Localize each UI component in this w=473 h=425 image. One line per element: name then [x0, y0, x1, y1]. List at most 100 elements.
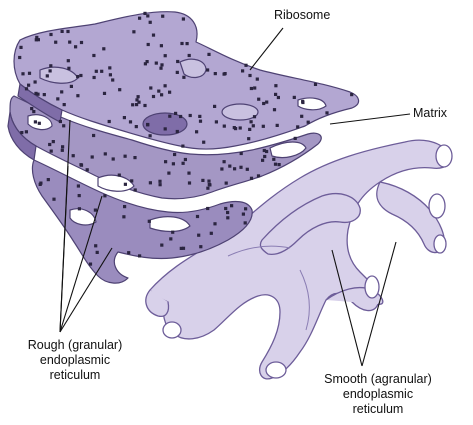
ribosome-dot — [76, 94, 80, 98]
ribosome-dot — [171, 230, 175, 234]
ribosome-dot — [262, 148, 266, 153]
ribosome-dot — [238, 126, 242, 130]
ribosome-dot — [176, 59, 180, 64]
ribosome-dot — [94, 244, 98, 248]
ribosome-dot — [228, 164, 232, 168]
ribosome-dot — [102, 91, 107, 95]
ribosome-dot — [33, 80, 37, 84]
ribosome-dot — [198, 114, 202, 118]
smooth-er-main-body — [149, 139, 451, 380]
ribosome-dot — [151, 94, 156, 99]
ribosome-dot — [68, 40, 72, 44]
ribosome-dot — [241, 69, 245, 73]
ribosome-dot — [103, 194, 107, 198]
ribosome-dot — [252, 115, 257, 119]
ribosome-dot — [183, 157, 187, 162]
ribosome-dot — [66, 29, 70, 34]
ribosome-dot — [117, 173, 121, 177]
ribosome-dot — [273, 162, 278, 166]
ribosome-dot — [300, 114, 304, 118]
ribosome-dot — [251, 124, 255, 128]
ribosome-dot — [146, 14, 150, 18]
rough-er-label-line-3: reticulum — [49, 368, 101, 382]
ribosome-dot — [220, 167, 224, 171]
ribosome-dot — [169, 237, 173, 241]
ribosome-dot — [46, 178, 50, 182]
ribosome-dot — [202, 140, 206, 144]
ribosome-dot — [159, 66, 163, 70]
ribosome-dot — [171, 162, 175, 166]
ribosome-dot — [79, 163, 83, 167]
ribosome-dot — [293, 136, 297, 140]
ribosome-dot — [226, 210, 230, 215]
smooth-er-label-line-2: endoplasmic — [342, 387, 414, 401]
ribosome-dot — [148, 134, 152, 138]
ribosome-dot — [187, 181, 192, 185]
ribosome-dot — [85, 168, 89, 172]
smooth-er-leader-line — [361, 241, 397, 367]
ribosome-dot — [48, 142, 52, 147]
ribosome-dot — [256, 174, 261, 178]
ribosome-dot — [161, 14, 165, 18]
smooth-er-network — [145, 139, 453, 380]
ribosome-dot — [51, 140, 55, 144]
ribosome-dot — [92, 133, 96, 138]
ribosome-dot — [92, 75, 96, 80]
ribosome-dot — [48, 69, 52, 73]
ribosome-dot — [247, 137, 251, 141]
ribosome-dot — [34, 91, 38, 95]
ribosome-dot — [111, 78, 115, 82]
ribosome-dot — [135, 98, 139, 102]
ribosome-dot — [159, 44, 163, 48]
ribosome-dot — [132, 30, 136, 34]
ribosome-dot — [118, 88, 122, 92]
smooth-er-shading — [227, 245, 291, 257]
ribosome-dot — [206, 186, 210, 190]
ribosome-dot — [127, 251, 131, 255]
ribosome-dot — [146, 42, 150, 47]
rough-er-lumen — [149, 216, 191, 233]
smooth-er-tube-end — [428, 193, 446, 219]
ribosome-dot — [77, 207, 81, 211]
ribosome-dot — [174, 111, 178, 115]
ribosome-dot — [18, 55, 22, 60]
ribosome-label: Ribosome — [274, 8, 330, 23]
ribosome-dot — [122, 116, 126, 120]
ribosome-dot — [61, 145, 65, 149]
ribosome-dot — [245, 167, 249, 171]
ribosome-dot — [134, 125, 138, 129]
ribosome-dot — [35, 35, 39, 39]
ribosome-dot — [160, 243, 164, 247]
ribosome-dot — [168, 90, 172, 94]
ribosome-dot — [253, 86, 257, 90]
ribosome-dot — [45, 74, 49, 78]
rough-er-lumen — [97, 174, 135, 192]
ribosome-dot — [195, 130, 199, 134]
ribosome-dot — [244, 63, 248, 67]
ribosome-dot — [232, 126, 236, 130]
ribosome-dot — [92, 53, 96, 58]
ribosome-dot — [179, 246, 183, 250]
ribosome-dot — [133, 156, 137, 160]
ribosome-dot — [325, 111, 329, 115]
rough-er-stack — [7, 11, 360, 284]
ribosome-dot — [276, 95, 280, 100]
ribosome-dot — [265, 149, 269, 154]
rough-er-leader-line — [59, 165, 69, 333]
ribosome-dot — [350, 93, 354, 97]
ribosome-dot — [226, 216, 230, 220]
rough-er-leader-line — [59, 195, 103, 333]
ribosome-dot — [42, 93, 46, 97]
ribosome-dot — [185, 42, 189, 46]
ribosome-dot — [30, 107, 34, 111]
ribosome-dot — [274, 84, 278, 88]
ribosome-leader-line — [249, 27, 284, 71]
ribosome-dot — [175, 129, 179, 134]
ribosome-dot — [248, 73, 252, 78]
ribosome-dot — [111, 157, 115, 161]
ribosome-dot — [147, 219, 151, 223]
ribosome-dot — [206, 68, 210, 72]
ribosome-dot — [56, 97, 60, 101]
ribosome-dot — [224, 206, 228, 211]
ribosome-dot — [261, 124, 265, 128]
